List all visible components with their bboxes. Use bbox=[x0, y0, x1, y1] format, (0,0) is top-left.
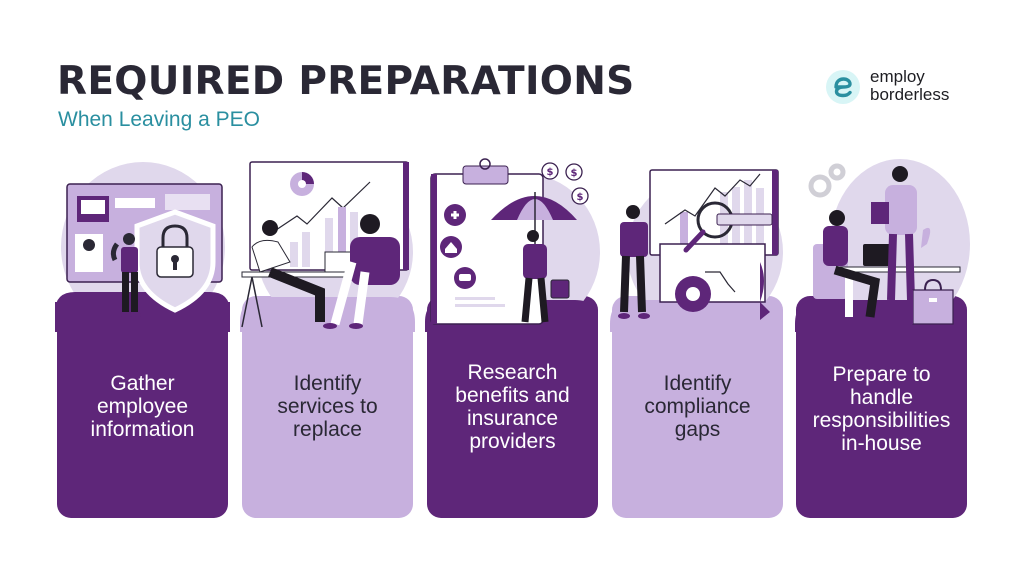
svg-text:$: $ bbox=[571, 168, 578, 179]
card-label: Gather employee information bbox=[90, 372, 195, 441]
card-label: Prepare to handle responsibilities in-ho… bbox=[812, 363, 951, 455]
card-label: Research benefits and insurance provider… bbox=[455, 361, 570, 453]
card-label: Identify services to replace bbox=[277, 372, 378, 441]
employ-borderless-e-icon bbox=[826, 70, 860, 104]
logo-line-1: employ bbox=[870, 67, 925, 86]
svg-text:$: $ bbox=[547, 167, 554, 178]
meeting-analytics-chart-illustration bbox=[240, 152, 415, 332]
card-prepare-in-house: Prepare to handle responsibilities in-ho… bbox=[796, 296, 967, 518]
employ-borderless-logo: employ borderless bbox=[826, 68, 976, 108]
page-subtitle: When Leaving a PEO bbox=[58, 108, 260, 131]
svg-text:$: $ bbox=[577, 192, 584, 203]
card-research-benefits: Research benefits and insurance provider… bbox=[427, 296, 598, 518]
clipboard-umbrella-insurance-illustration: $ $ $ bbox=[425, 152, 600, 332]
office-desk-team-briefcase-illustration bbox=[795, 152, 970, 332]
page-title: REQUIRED PREPARATIONS bbox=[57, 59, 635, 104]
card-label: Identify compliance gaps bbox=[644, 372, 751, 441]
magnifier-report-analysis-illustration bbox=[610, 152, 785, 332]
shield-lock-data-screen-illustration bbox=[55, 152, 230, 332]
card-identify-services: Identify services to replace bbox=[242, 296, 413, 518]
logo-line-2: borderless bbox=[870, 85, 950, 104]
card-gather-employee-information: Gather employee information bbox=[57, 296, 228, 518]
card-identify-compliance-gaps: Identify compliance gaps bbox=[612, 296, 783, 518]
